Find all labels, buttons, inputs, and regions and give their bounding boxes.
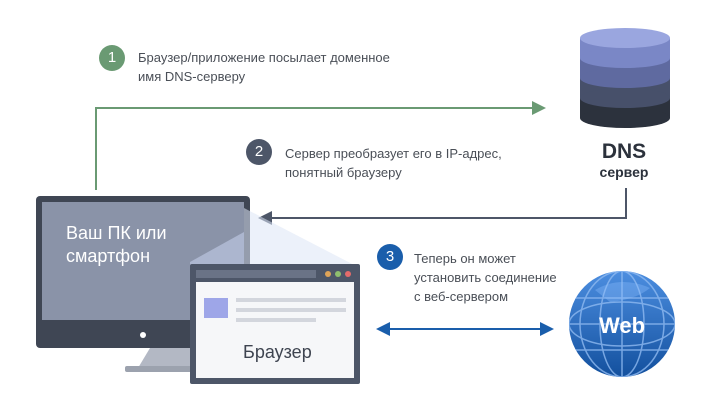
step-3-badge: 3: [377, 244, 403, 270]
dns-server-icon: [580, 28, 670, 128]
step-2-badge: 2: [246, 139, 272, 165]
dns-title: DNS: [601, 140, 647, 163]
step-3-text: Теперь он может установить соединение с …: [414, 251, 557, 304]
web-globe-icon: Web: [569, 271, 675, 377]
arrow-dns-to-pc: [258, 188, 627, 225]
step-1-badge: 1: [99, 45, 125, 71]
step-1-text: Браузер/приложение посылает доменное имя…: [138, 50, 390, 84]
pc-label: Ваш ПК или смартфон: [66, 223, 167, 266]
browser-label: Браузер: [243, 342, 312, 362]
browser-window-icon: [190, 264, 360, 384]
arrow-browser-web: [376, 322, 554, 336]
arrow-pc-to-dns: [95, 101, 546, 190]
step-2-text: Сервер преобразует его в IP-адрес, понят…: [285, 146, 502, 180]
dns-subtitle: сервер: [599, 164, 649, 180]
web-label: Web: [599, 313, 645, 338]
